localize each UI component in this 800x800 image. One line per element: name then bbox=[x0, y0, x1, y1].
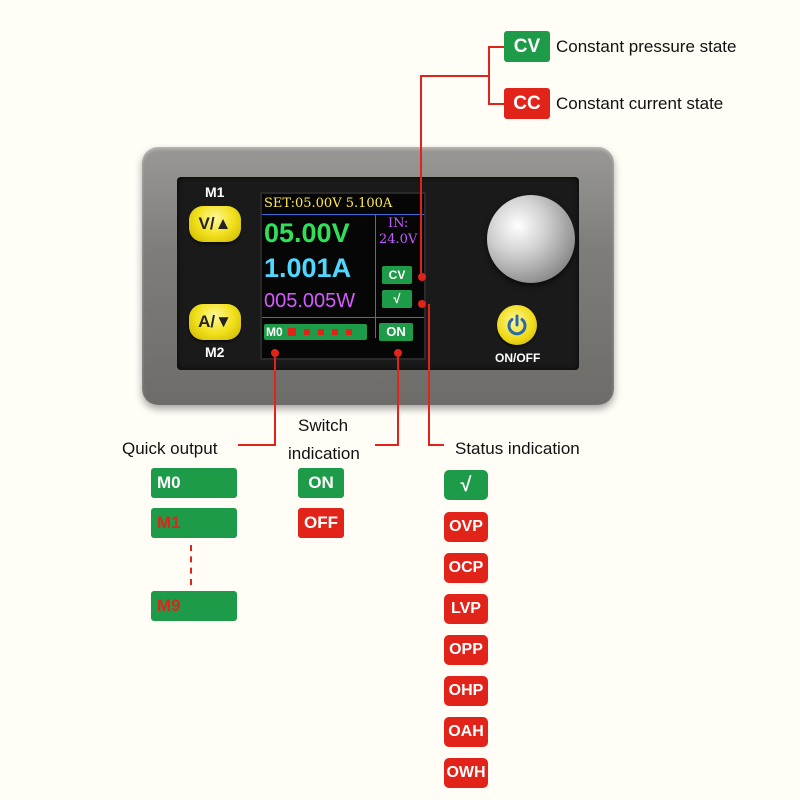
status-badge: √ bbox=[382, 290, 412, 308]
mode-pointer-line bbox=[420, 75, 422, 277]
status-ohp-tag: OHP bbox=[444, 676, 488, 706]
input-voltage: 24.0V bbox=[379, 232, 418, 247]
voltage-up-button[interactable]: V/▲ bbox=[189, 206, 241, 242]
cv-legend-badge: CV bbox=[504, 31, 550, 62]
mode-indicator-dot bbox=[418, 273, 426, 281]
status-owh-tag: OWH bbox=[444, 758, 488, 788]
preset-pointer-tail bbox=[238, 444, 276, 446]
status-normal-tag: √ bbox=[444, 470, 488, 500]
status-oah-tag: OAH bbox=[444, 717, 488, 747]
front-panel: M1 V/▲ A/▼ M2 SET:05.00V 5.100A 05.00V 1… bbox=[177, 177, 579, 370]
switch-indication-label-line1: Switch bbox=[298, 416, 349, 435]
cc-legend-badge: CC bbox=[504, 88, 550, 119]
legend-bracket-top bbox=[488, 46, 504, 48]
m2-label: M2 bbox=[205, 344, 225, 360]
lcd-screen: SET:05.00V 5.100A 05.00V 1.001A 005.005W… bbox=[260, 192, 426, 360]
current-readout: 1.001A bbox=[264, 253, 352, 283]
switch-on-tag: ON bbox=[298, 468, 344, 498]
m1-label: M1 bbox=[205, 184, 225, 200]
legend-bracket-bottom bbox=[488, 103, 504, 105]
switch-indication-label-line2: indication bbox=[288, 444, 360, 463]
quick-output-m9: M9 bbox=[151, 591, 237, 621]
preset-bar: M0 bbox=[264, 324, 367, 340]
current-down-button[interactable]: A/▼ bbox=[189, 304, 241, 340]
switch-badge: ON bbox=[379, 323, 413, 341]
cv-legend-text: Constant pressure state bbox=[556, 37, 737, 56]
power-icon bbox=[507, 314, 527, 336]
preset-label: M0 bbox=[266, 325, 283, 339]
legend-bracket-stem bbox=[420, 75, 488, 77]
input-label: IN: bbox=[388, 216, 409, 231]
status-pointer-tail bbox=[428, 444, 444, 446]
status-indicator-dot bbox=[418, 300, 426, 308]
switch-pointer-tail bbox=[375, 444, 399, 446]
quick-output-m1: M1 bbox=[151, 508, 237, 538]
quick-output-m0: M0 bbox=[151, 468, 237, 498]
quick-output-ellipsis-line bbox=[190, 545, 192, 585]
mode-badge: CV bbox=[382, 266, 412, 284]
status-opp-tag: OPP bbox=[444, 635, 488, 665]
status-indication-label: Status indication bbox=[455, 439, 580, 458]
voltage-readout: 05.00V bbox=[264, 218, 350, 248]
preset-pointer-line bbox=[274, 357, 276, 446]
cc-legend-text: Constant current state bbox=[556, 94, 724, 113]
switch-indicator-dot bbox=[394, 349, 402, 357]
adjust-knob[interactable] bbox=[487, 195, 575, 283]
legend-bracket-vertical bbox=[488, 46, 490, 104]
status-lvp-tag: LVP bbox=[444, 594, 488, 624]
onoff-label: ON/OFF bbox=[495, 351, 541, 365]
set-values: SET:05.00V 5.100A bbox=[264, 196, 393, 211]
power-button[interactable] bbox=[497, 305, 537, 345]
power-readout: 005.005W bbox=[264, 290, 356, 312]
quick-output-label: Quick output bbox=[122, 439, 218, 458]
status-pointer-line bbox=[428, 304, 430, 446]
switch-pointer-line bbox=[397, 357, 399, 446]
status-ocp-tag: OCP bbox=[444, 553, 488, 583]
status-ovp-tag: OVP bbox=[444, 512, 488, 542]
power-supply-module: M1 V/▲ A/▼ M2 SET:05.00V 5.100A 05.00V 1… bbox=[142, 147, 614, 405]
preset-indicator-dot bbox=[271, 349, 279, 357]
switch-off-tag: OFF bbox=[298, 508, 344, 538]
